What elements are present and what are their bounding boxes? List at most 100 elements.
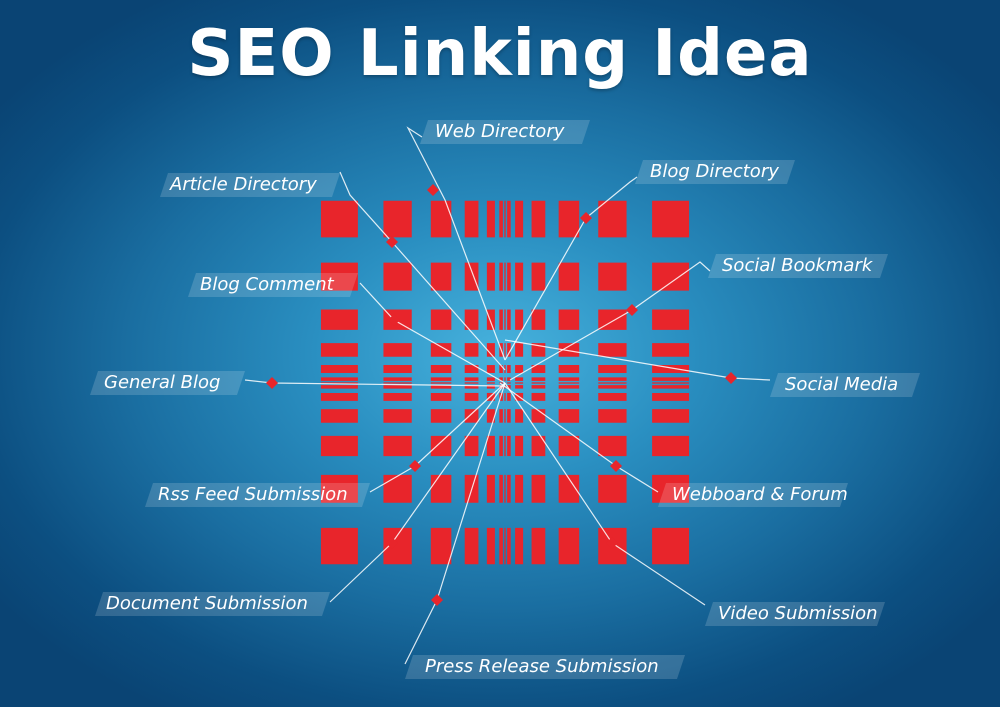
star-grid-cell <box>507 392 511 401</box>
star-grid-cell <box>320 382 358 383</box>
label-band <box>420 120 590 144</box>
star-grid-cell <box>464 435 479 457</box>
star-grid-cell <box>383 435 412 457</box>
star-grid-cell <box>507 435 511 457</box>
star-grid-cell <box>505 365 506 374</box>
star-grid-cell <box>320 309 358 330</box>
star-grid-cell <box>507 474 511 503</box>
star-grid-cell <box>430 262 452 291</box>
star-grid-cell <box>652 385 690 389</box>
star-grid-cell <box>504 262 505 291</box>
star-grid-cell <box>598 409 627 423</box>
star-grid-cell <box>430 382 452 383</box>
star-grid-cell <box>515 200 524 238</box>
connector-line <box>339 171 506 371</box>
label-social-bookmark: Social Bookmark <box>722 255 874 276</box>
star-grid-cell <box>507 309 511 330</box>
star-grid-cell <box>320 392 358 401</box>
star-grid-cell <box>499 435 503 457</box>
star-grid-cell <box>430 309 452 330</box>
red-diamond-marker <box>386 537 398 549</box>
star-grid-cell <box>504 343 505 357</box>
star-grid-cell <box>383 262 412 291</box>
star-grid-cell <box>383 200 412 238</box>
label-band <box>705 602 885 626</box>
star-grid-cell <box>486 309 495 330</box>
label-video-submission: Video Submission <box>718 603 878 624</box>
star-grid-cell <box>598 262 627 291</box>
star-grid-cell <box>464 527 479 565</box>
star-grid-cell <box>515 435 524 457</box>
star-grid-cell <box>486 383 495 384</box>
star-grid-cell <box>652 343 690 357</box>
star-grid-cell <box>320 527 358 565</box>
star-grid-cell <box>558 474 580 503</box>
star-grid-cell <box>505 527 506 565</box>
star-grid-cell <box>598 343 627 357</box>
star-grid-cell <box>486 365 495 374</box>
star-grid-cell <box>515 409 524 423</box>
star-grid-cell <box>383 382 412 383</box>
star-grid-cell <box>505 409 506 423</box>
star-grid-cell <box>507 377 511 381</box>
star-grid-cell <box>652 409 690 423</box>
star-grid-cell <box>430 383 452 384</box>
star-grid-cell <box>464 309 479 330</box>
star-grid-cell <box>531 262 546 291</box>
star-grid-cell <box>507 382 511 383</box>
star-grid-cell <box>430 392 452 401</box>
star-grid-cell <box>486 200 495 238</box>
star-grid-cell <box>515 365 524 374</box>
star-grid-cell <box>652 392 690 401</box>
star-grid-cell <box>499 474 503 503</box>
star-grid-cell <box>505 262 506 291</box>
red-diamond-marker <box>580 212 592 224</box>
star-grid-cell <box>383 343 412 357</box>
red-diamond-marker <box>606 537 618 549</box>
star-grid-cell <box>430 377 452 381</box>
star-grid-cell <box>558 365 580 374</box>
star-grid-cell <box>320 409 358 423</box>
connector-line <box>404 382 506 665</box>
star-grid-cell <box>507 527 511 565</box>
star-grid-cell <box>598 382 627 383</box>
label-band <box>188 273 358 297</box>
star-grid-cell <box>383 377 412 381</box>
red-star-grid <box>320 200 690 565</box>
star-grid-cell <box>531 382 546 383</box>
star-grid-cell <box>598 200 627 238</box>
star-grid-cell <box>531 200 546 238</box>
star-grid-cell <box>558 392 580 401</box>
star-grid-cell <box>383 385 412 389</box>
label-general-blog: General Blog <box>104 372 220 393</box>
star-grid-cell <box>515 309 524 330</box>
star-grid-cell <box>464 377 479 381</box>
star-grid-cell <box>652 262 690 291</box>
star-grid-cell <box>430 200 452 238</box>
star-grid-cell <box>320 474 358 503</box>
star-grid-cell <box>531 527 546 565</box>
star-grid-cell <box>464 200 479 238</box>
star-grid-cell <box>531 383 546 384</box>
star-grid-cell <box>486 377 495 381</box>
star-grid-cell <box>652 200 690 238</box>
star-grid-cell <box>505 435 506 457</box>
star-grid-cell <box>320 262 358 291</box>
star-grid-cell <box>598 365 627 374</box>
label-rss-feed-submission: Rss Feed Submission <box>158 484 348 505</box>
label-press-release-submission: Press Release Submission <box>425 656 659 677</box>
star-grid-cell <box>515 262 524 291</box>
connector-line <box>244 379 506 387</box>
star-grid-cell <box>504 200 505 238</box>
star-grid-cell <box>504 309 505 330</box>
star-grid-cell <box>598 377 627 381</box>
star-grid-cell <box>652 382 690 383</box>
label-band <box>708 254 888 278</box>
star-grid-cell <box>430 409 452 423</box>
star-grid-cell <box>504 377 505 381</box>
connector-line <box>509 261 711 381</box>
star-grid-cell <box>499 527 503 565</box>
star-grid-cell <box>499 409 503 423</box>
label-band <box>95 592 330 616</box>
